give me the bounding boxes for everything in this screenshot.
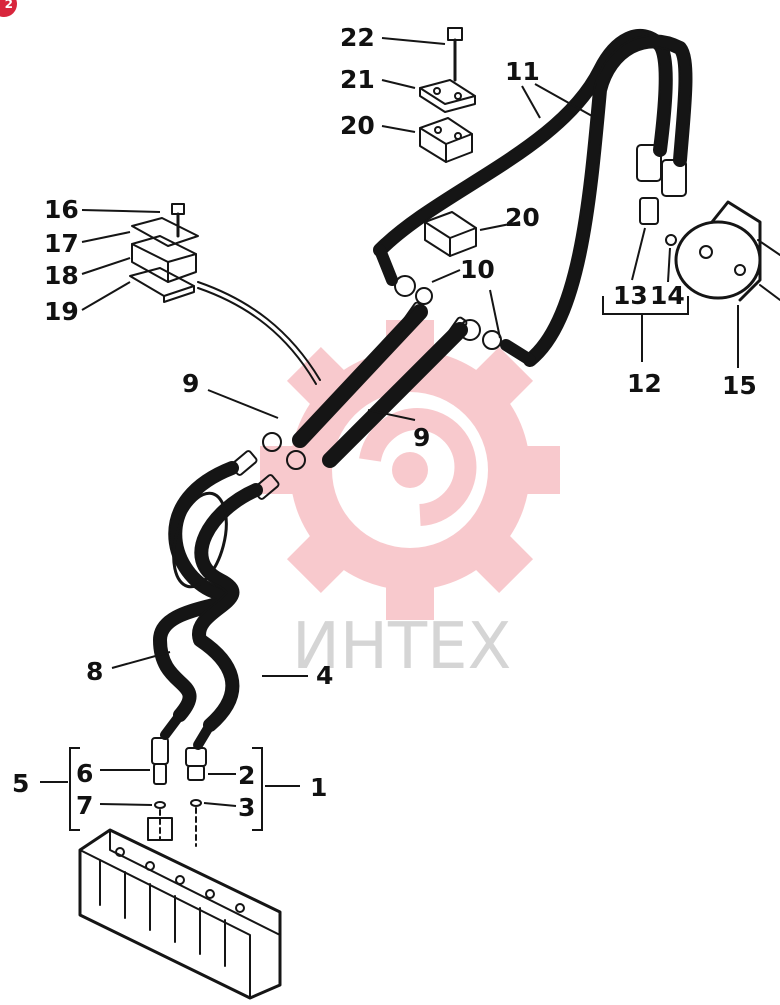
label-part-10: 10 bbox=[460, 255, 495, 284]
label-part-8: 8 bbox=[86, 657, 103, 686]
clamp-plate-21 bbox=[419, 79, 476, 113]
label-part-22: 22 bbox=[340, 23, 375, 52]
bolt-22 bbox=[447, 27, 463, 82]
clamp-20-lower bbox=[424, 211, 477, 257]
fitting-6 bbox=[151, 710, 185, 785]
oring-7 bbox=[154, 801, 166, 809]
bolt-16 bbox=[171, 203, 185, 238]
control-valve bbox=[78, 807, 282, 1000]
label-part-15: 15 bbox=[722, 371, 757, 400]
page-badge: 2 bbox=[0, 0, 17, 17]
watermark-logo bbox=[260, 320, 560, 620]
label-part-20-upper: 20 bbox=[340, 111, 375, 140]
label-part-2: 2 bbox=[238, 761, 255, 790]
clamp-plate-19 bbox=[129, 267, 195, 303]
label-part-19: 19 bbox=[44, 297, 79, 326]
leader-clamp-to-hose-2 bbox=[197, 287, 317, 385]
label-part-21: 21 bbox=[340, 65, 375, 94]
fitting-13 bbox=[639, 197, 659, 225]
label-part-9-right: 9 bbox=[413, 423, 430, 452]
label-part-18: 18 bbox=[44, 261, 79, 290]
oring-3 bbox=[190, 799, 202, 807]
label-part-1: 1 bbox=[310, 773, 327, 802]
label-part-3: 3 bbox=[238, 793, 255, 822]
label-part-6: 6 bbox=[76, 759, 93, 788]
clamp-20-upper bbox=[419, 117, 473, 163]
leader-clamp-to-hose bbox=[197, 281, 321, 381]
label-part-5: 5 bbox=[12, 769, 29, 798]
hose-9-pair bbox=[230, 301, 468, 500]
fittings-10 bbox=[374, 244, 536, 366]
pump-15 bbox=[674, 200, 780, 302]
clamp-plate-17 bbox=[131, 217, 199, 247]
watermark-text: ИНТЕХ bbox=[292, 610, 511, 684]
label-part-11: 11 bbox=[505, 57, 540, 86]
label-part-12: 12 bbox=[627, 369, 662, 398]
label-part-7: 7 bbox=[76, 791, 93, 820]
label-part-9-left: 9 bbox=[182, 369, 199, 398]
label-part-4: 4 bbox=[316, 661, 333, 690]
label-part-20-lower: 20 bbox=[505, 203, 540, 232]
hoses-4-8 bbox=[153, 461, 263, 732]
leader-lines bbox=[81, 37, 739, 807]
oring-14 bbox=[665, 234, 677, 246]
fitting-2 bbox=[185, 720, 215, 781]
bracket-group-5 bbox=[40, 747, 80, 831]
label-part-13: 13 bbox=[613, 281, 648, 310]
hose-11 bbox=[373, 28, 693, 367]
label-part-17: 17 bbox=[44, 229, 79, 258]
label-part-16: 16 bbox=[44, 195, 79, 224]
bracket-group-12 bbox=[602, 296, 689, 362]
bracket-group-1 bbox=[252, 747, 300, 831]
label-part-14: 14 bbox=[650, 281, 685, 310]
